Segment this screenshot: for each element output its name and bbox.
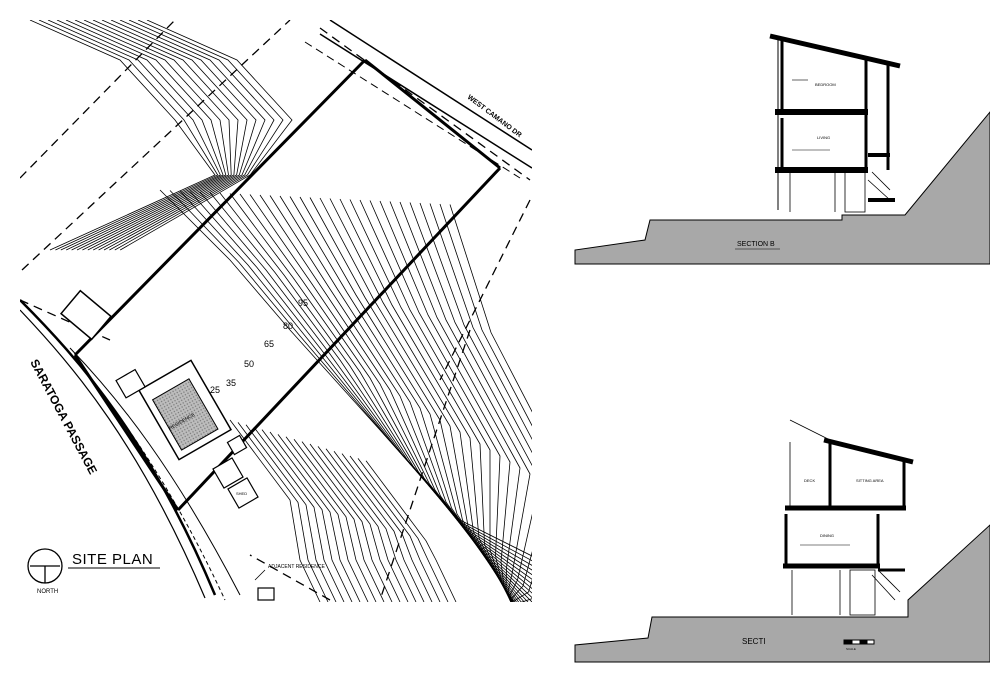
adjacent-residence-label: ADJACENT RESIDENCE [268,564,326,570]
section-a: DECK SITTING AREA DINING SECTI SCALE [574,419,990,663]
shed-1 [226,434,248,456]
room-dining: DINING [820,533,834,538]
contour-line [82,20,232,251]
contour-line [269,195,529,602]
contour-line [399,201,531,602]
residence-footprint [115,359,233,461]
room-sitting-area: SITTING AREA [856,478,884,483]
contour-line [333,450,425,602]
contour-line [114,20,284,251]
section-b-title: SECTION B [737,241,775,248]
contour-line [253,426,345,602]
section-a-building [783,419,914,616]
site-plan: 95 80 65 50 35 25 SARATOGA PASSAGE WEST … [20,20,532,602]
contour-label-95: 95 [298,298,308,308]
contour-line [277,434,369,602]
section-b: BEDROOM LIVING SECTION B [574,33,990,265]
contour-line [47,20,221,251]
shed-2 [212,457,244,489]
contour-line [38,20,219,251]
shoreline [20,299,241,601]
room-living: LIVING [817,135,830,140]
contour-line [189,191,532,571]
section-a-ground [574,524,990,663]
adjacent-residence-note: ADJACENT RESIDENCE [254,564,326,581]
contour-line [237,422,329,602]
contour-line [261,429,353,602]
contour-line [389,201,521,602]
contour-line [249,194,532,599]
contour-line [301,441,393,602]
road-west-camano [304,20,532,179]
contour-line [341,453,433,602]
contour-line [109,20,275,251]
contour-line [259,194,532,602]
contour-line [74,20,229,251]
contour-line [65,20,227,251]
contour-line [169,190,532,562]
contour-line [409,202,532,602]
contour-line [103,20,266,251]
contour-line [245,424,337,602]
contour-line [269,431,361,602]
contour-line [317,446,409,602]
contour-label-50: 50 [244,359,254,369]
contour-line [29,20,216,251]
property-boundary [73,58,502,512]
contour-line [159,189,532,557]
section-a-title: SECTI [742,637,766,646]
contour-line [419,202,532,602]
room-bedroom: BEDROOM [815,82,836,87]
contour-line [98,20,257,251]
contour-line [87,20,239,251]
contour-line [179,190,532,566]
scale-bar [843,639,875,645]
contour-line [56,20,224,251]
contour-label-65: 65 [264,339,274,349]
contour-line [293,438,385,602]
scale-label: SCALE [846,647,856,651]
contour-line [439,203,532,602]
north-arrow: NORTH [27,548,63,595]
north-label: NORTH [37,589,58,595]
contour-line [325,448,417,602]
section-b-building [769,33,901,213]
contour-line [229,419,321,602]
site-plan-title: SITE PLAN [72,551,153,568]
section-b-ground [574,111,990,265]
contour-line [357,458,449,602]
room-deck: DECK [804,478,815,483]
beach-structure [59,289,113,341]
shed-label: SHED [236,491,247,496]
contour-labels: 95 80 65 50 35 25 [210,298,308,395]
contour-lines [29,20,532,602]
contour-line [279,195,525,602]
contour-line [309,197,517,602]
adjacent-shed [257,587,275,601]
contour-line [365,460,457,602]
contour-label-35: 35 [226,378,236,388]
contour-line [429,203,532,602]
shed-3 [227,477,259,509]
contour-line [309,443,401,602]
contour-line [449,204,532,413]
contour-line [285,436,377,602]
setback-lines [20,20,531,601]
contour-line [349,455,441,602]
contour-label-80: 80 [283,321,293,331]
contour-label-25: 25 [210,385,220,395]
